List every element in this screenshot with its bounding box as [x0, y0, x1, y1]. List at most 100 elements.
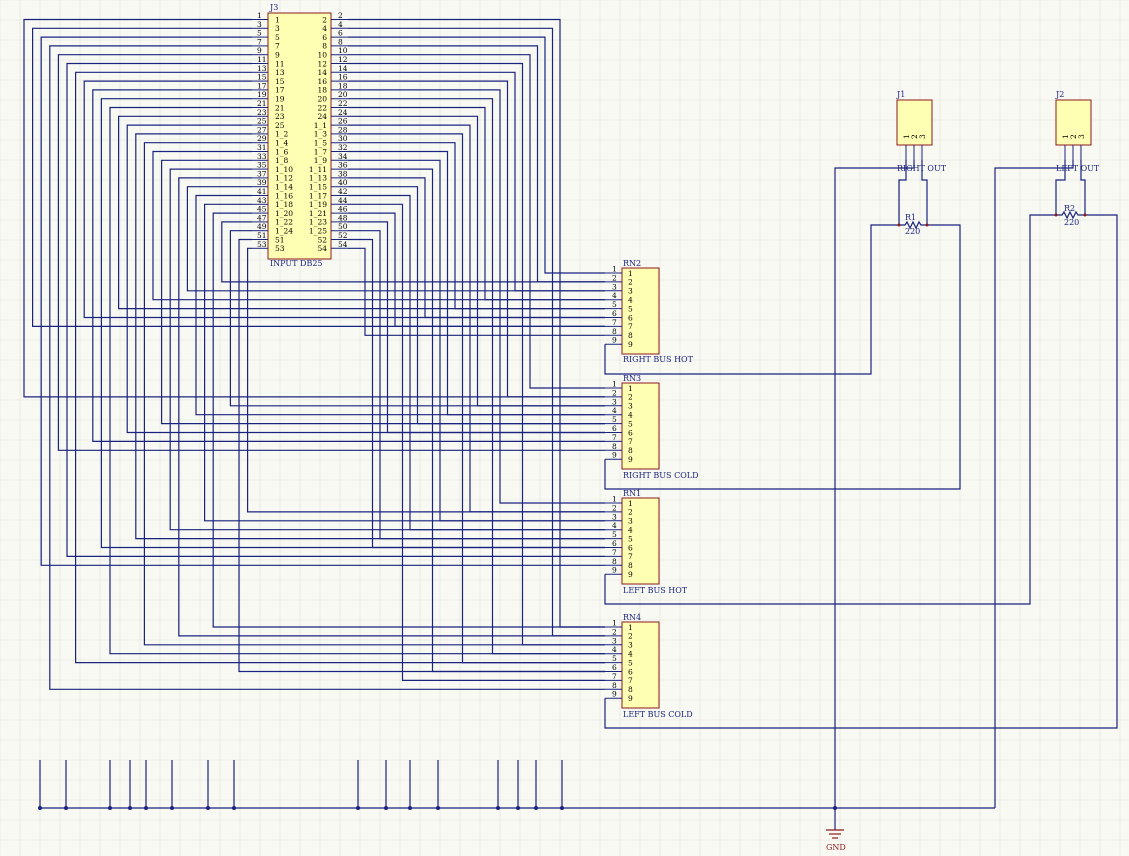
j3-pin-name: 1_7	[314, 147, 328, 156]
wire	[221, 221, 605, 283]
j3-pin-number: 30	[338, 134, 348, 143]
rn-pin-name: 4	[628, 296, 633, 305]
j3-pin-number: 32	[338, 143, 348, 152]
wire	[348, 106, 605, 301]
j3-pin-number: 7	[257, 37, 262, 46]
rn-pin-number: 1	[612, 495, 617, 504]
wire	[348, 80, 605, 398]
connector-pin-name: 3	[1077, 134, 1086, 139]
junction-dot	[38, 806, 42, 810]
rn1-body[interactable]	[621, 497, 660, 585]
j3-pin-number: 43	[257, 196, 267, 205]
rn2-body[interactable]	[621, 267, 660, 355]
wire	[135, 133, 605, 540]
rn-pin-number: 9	[612, 451, 617, 460]
j1-designator: J1	[896, 90, 905, 99]
wire	[348, 177, 605, 319]
ground-label: GND	[826, 843, 846, 852]
rn-pin-number: 4	[612, 406, 617, 415]
j3-pin-number: 37	[257, 169, 267, 178]
rn3-body[interactable]	[621, 382, 660, 470]
resistor-r1[interactable]: R1 220	[897, 213, 929, 236]
wire	[118, 115, 605, 310]
wire	[348, 203, 605, 681]
j3-pin-number: 17	[257, 81, 267, 90]
rn-pin-number: 5	[612, 300, 617, 309]
j3-pin-number: 10	[338, 46, 348, 55]
j3-pin-number: 4	[338, 20, 343, 29]
j3-pin-name: 1_17	[309, 191, 327, 200]
j3-pin-name: 52	[317, 235, 327, 244]
rn-pin-number: 4	[612, 521, 617, 530]
j3-pin-number: 9	[257, 46, 262, 55]
rn-pin-name: 9	[628, 694, 633, 703]
r2-pin-dot	[1083, 213, 1087, 217]
rn-pin-number: 1	[612, 265, 617, 274]
j3-pin-name: 54	[317, 244, 327, 253]
r2-pin-dot	[1054, 213, 1058, 217]
wire	[348, 18, 605, 628]
rn-pin-number: 4	[612, 645, 617, 654]
j3-pin-number: 46	[338, 205, 348, 214]
rn-pin-number: 9	[612, 336, 617, 345]
r1-pin-dot	[925, 223, 929, 227]
wire	[161, 159, 605, 425]
wire	[348, 27, 605, 637]
junction-dot	[64, 806, 68, 810]
j3-pin-name: 1_15	[309, 183, 327, 192]
j3-body[interactable]	[267, 12, 332, 260]
j3-pin-number: 39	[257, 178, 267, 187]
wire	[348, 230, 605, 540]
wire	[348, 124, 605, 513]
wire	[994, 160, 1074, 808]
wire	[348, 168, 605, 673]
ground-symbol[interactable]: GND	[826, 808, 846, 852]
rn-pin-name: 1	[628, 384, 633, 393]
connector-pin-name: 3	[918, 134, 927, 139]
rn-pin-name: 6	[628, 428, 633, 437]
j3-pin-name: 17	[275, 86, 285, 95]
rn-pin-number: 2	[612, 388, 617, 397]
j3-pin-name: 1_9	[314, 156, 328, 165]
junction-dot	[108, 806, 112, 810]
j3-pin-name: 1_1	[314, 121, 327, 130]
wire	[1080, 160, 1086, 215]
j3-pin-name: 1_4	[275, 139, 289, 148]
rn-pin-number: 3	[612, 512, 617, 521]
rn-pin-name: 2	[628, 393, 633, 402]
j3-pin-number: 42	[338, 187, 348, 196]
rn-pin-number: 5	[612, 530, 617, 539]
resistor-r2[interactable]: R2 220	[1054, 204, 1087, 227]
j3-pin-name: 1_10	[275, 165, 293, 174]
j3-pin-number: 21	[257, 99, 267, 108]
rn-pin-number: 8	[612, 557, 617, 566]
j3-pin-number: 24	[338, 108, 348, 117]
wire	[898, 160, 907, 225]
j3-pin-name: 1_20	[275, 209, 293, 218]
j2-name: LEFT OUT	[1056, 164, 1100, 173]
j1-body[interactable]	[896, 99, 933, 146]
j3-pin-name: 1_19	[309, 200, 327, 209]
j3-pin-name: 15	[275, 77, 285, 86]
rn-pin-name: 8	[628, 561, 633, 570]
j3-pin-name: 25	[275, 121, 285, 130]
j3-pin-name: 11	[275, 59, 285, 68]
j3-pin-number: 54	[338, 240, 348, 249]
junction-dot	[384, 806, 388, 810]
wire	[348, 36, 605, 274]
j3-pin-name: 1_21	[309, 209, 327, 218]
rn4-body[interactable]	[621, 621, 660, 709]
rn4-designator: RN4	[623, 613, 641, 622]
wire	[152, 150, 605, 301]
wire	[604, 214, 1118, 729]
